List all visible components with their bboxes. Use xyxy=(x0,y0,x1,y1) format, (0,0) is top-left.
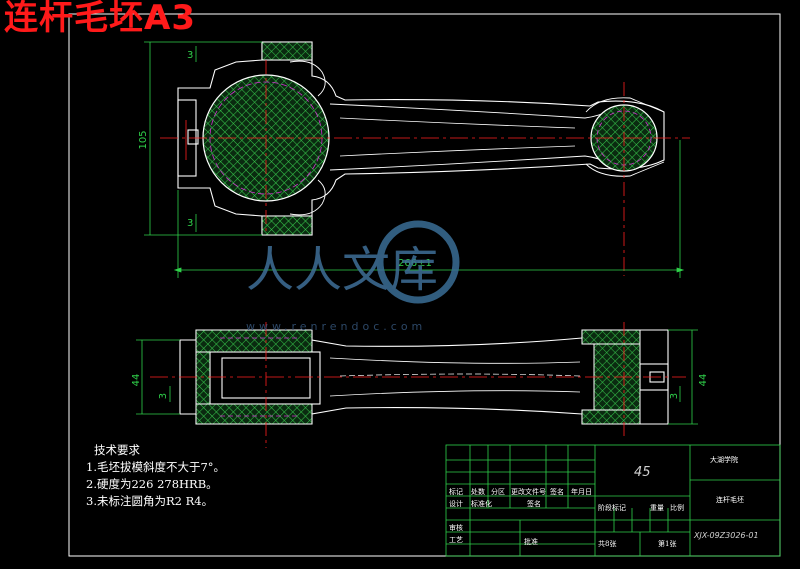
dim-section-left-44: 44 xyxy=(131,374,142,387)
drawing-border xyxy=(68,13,781,557)
section-left-hatch-top xyxy=(195,329,313,353)
tb-approve: 批准 xyxy=(524,537,538,546)
tb-zone: 分区 xyxy=(491,487,505,496)
tb-part-name: 连杆毛坯 xyxy=(716,495,744,504)
tb-school: 大湖学院 xyxy=(710,455,738,464)
watermark-logo xyxy=(376,220,460,304)
top-view-centerlines xyxy=(160,60,690,276)
tech-note-3: 3.未标注圆角为R2 R4。 xyxy=(86,494,214,508)
tb-signature-2: 签名 xyxy=(527,499,541,508)
dim-height-105: 105 xyxy=(138,130,149,149)
tb-standard: 标准化 xyxy=(471,499,492,508)
tb-date: 年月日 xyxy=(571,487,592,496)
tb-scale: 比例 xyxy=(670,503,684,512)
tb-stage-mark: 阶段标记 xyxy=(598,503,626,512)
title-block xyxy=(445,444,781,557)
tech-note-2: 2.硬度为226 278HRB。 xyxy=(86,477,218,491)
watermark: 人人文库 www.renrendoc.com xyxy=(246,220,460,333)
tb-mark: 标记 xyxy=(449,487,463,496)
tb-review: 审核 xyxy=(449,523,463,532)
section-left-hatch-bottom xyxy=(195,403,313,425)
tb-design: 设计 xyxy=(449,499,463,508)
tech-note-1: 1.毛坯拔模斜度不大于7°。 xyxy=(86,460,226,474)
tb-signature: 签名 xyxy=(550,487,564,496)
top-view-dimensions xyxy=(144,41,685,278)
tb-material: 45 xyxy=(634,465,651,480)
dim-small-3a: 3 xyxy=(187,50,193,61)
tb-process: 工艺 xyxy=(449,536,463,544)
tb-drawing-number: XJX-09Z3026-01 xyxy=(693,531,759,540)
tb-sheets-total: 共8张 xyxy=(598,539,616,548)
dim-section-right-44: 44 xyxy=(698,374,709,387)
dim-length-266: 266±1 xyxy=(398,258,432,269)
tb-sheet-index: 第1张 xyxy=(658,539,676,548)
technical-requirements: 技术要求 1.毛坯拔模斜度不大于7°。 2.硬度为226 278HRB。 3.未… xyxy=(86,442,225,510)
dim-small-3d: 3 xyxy=(669,393,680,399)
dim-small-3b: 3 xyxy=(187,218,193,229)
tb-weight: 重量 xyxy=(650,504,664,512)
section-centerlines xyxy=(150,322,686,448)
dim-small-3c: 3 xyxy=(158,393,169,399)
drawing-title: 连杆毛坯A3 xyxy=(4,0,196,38)
tb-count: 处数 xyxy=(471,487,485,496)
tech-notes-heading: 技术要求 xyxy=(94,443,140,457)
tb-change-doc: 更改文件号 xyxy=(511,487,546,496)
section-dimensions xyxy=(136,329,698,425)
watermark-text: 人人文库 xyxy=(246,242,438,298)
watermark-url: www.renrendoc.com xyxy=(246,320,426,333)
